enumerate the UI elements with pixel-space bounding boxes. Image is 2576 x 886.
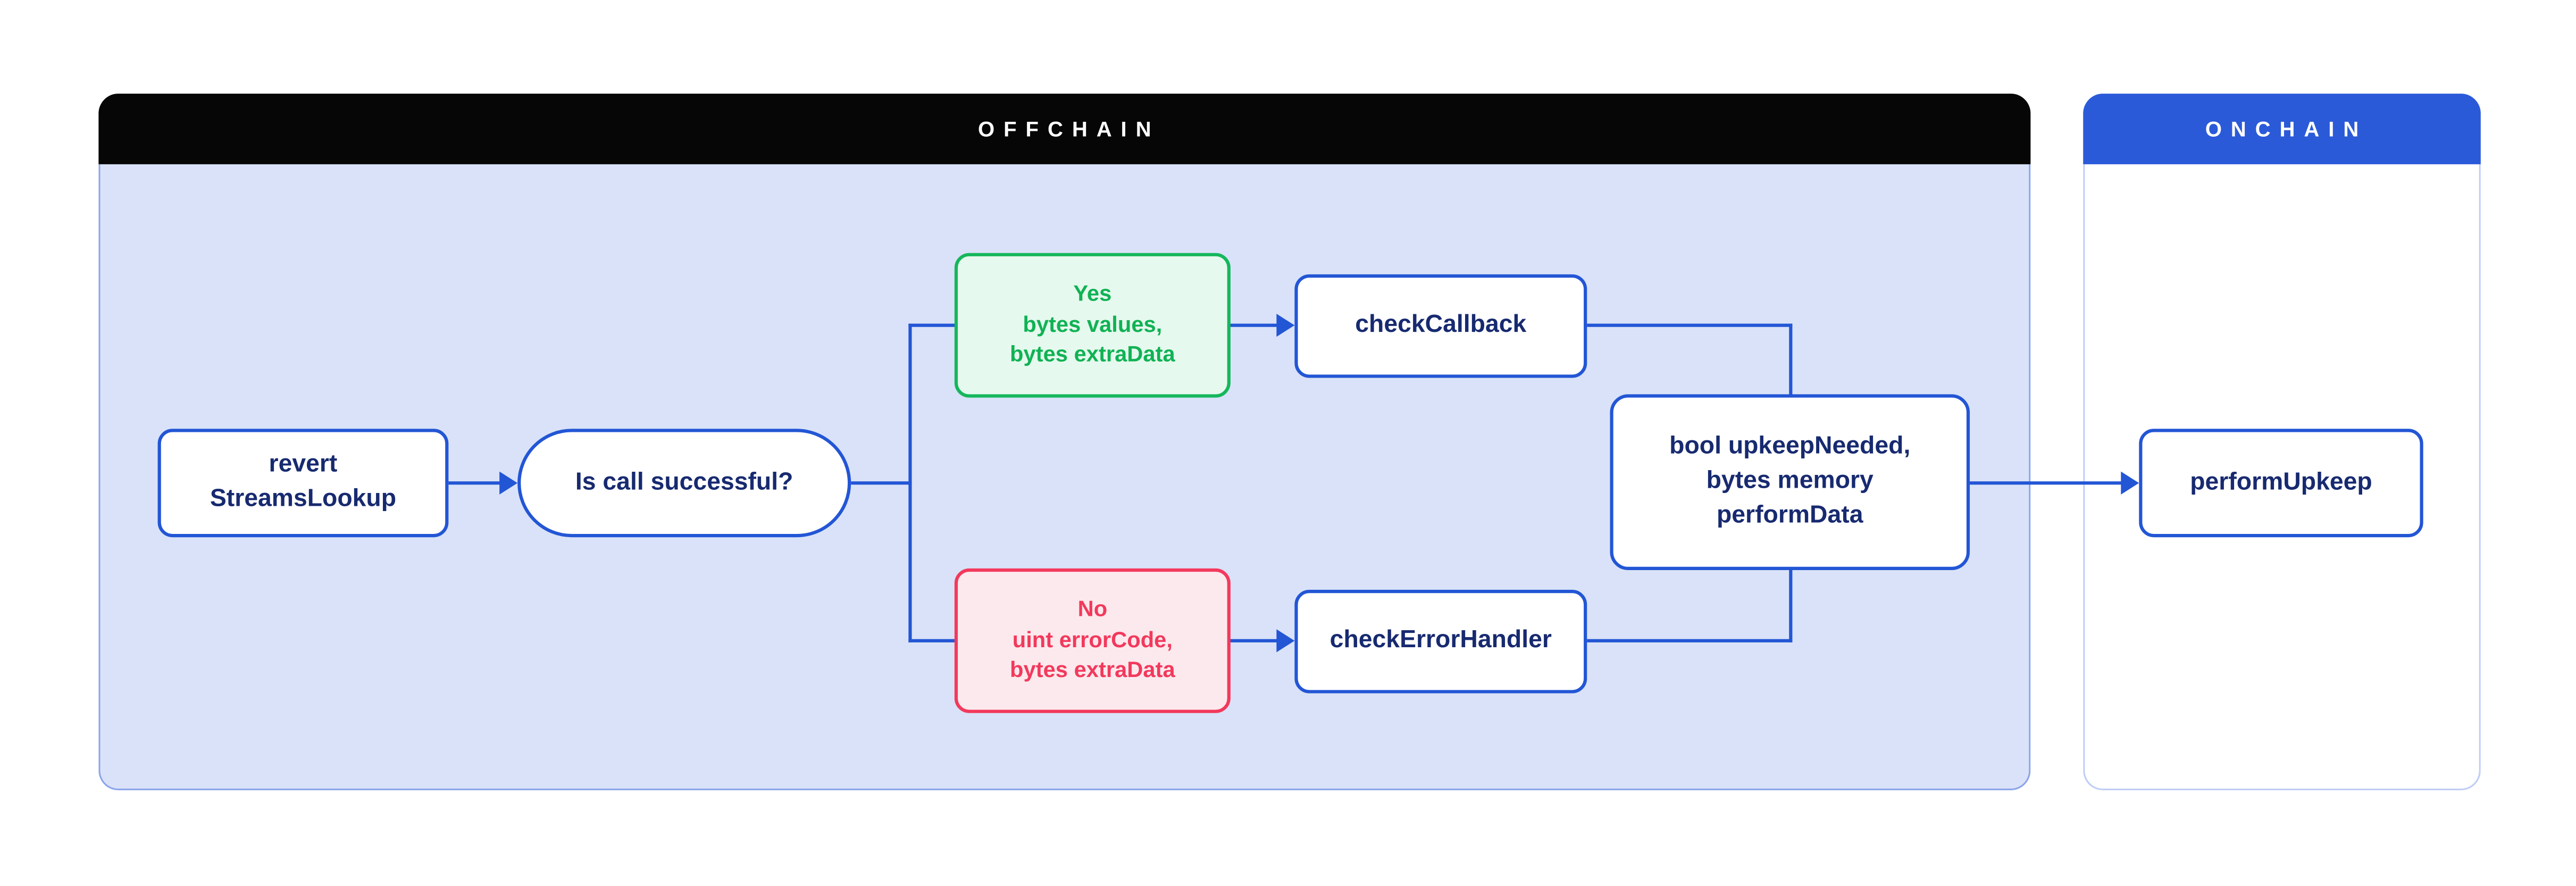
connector-decision-to-branch (851, 481, 912, 485)
onchain-panel-header: ONCHAIN (2083, 94, 2481, 164)
arrowhead-right-icon (1276, 629, 1295, 653)
onchain-title: ONCHAIN (2205, 116, 2368, 141)
offchain-title: OFFCHAIN (978, 116, 1160, 141)
offchain-panel-header: OFFCHAIN (98, 94, 2031, 164)
connector-revert-to-decision (448, 481, 503, 485)
node-checkcallback: checkCallback (1294, 274, 1587, 378)
node-is-call-successful: Is call successful? (517, 429, 851, 538)
node-upkeep-result: bool upkeepNeeded, bytes memory performD… (1610, 394, 1970, 570)
node-no-branch: No uint errorCode, bytes extraData (954, 568, 1231, 713)
connector-result-to-performupkeep (1970, 481, 2123, 485)
arrowhead-right-icon (1276, 314, 1295, 337)
node-yes-branch: Yes bytes values, bytes extraData (954, 253, 1231, 398)
connector-branch-vertical (908, 323, 912, 642)
node-revert-streamslookup: revert StreamsLookup (157, 429, 449, 538)
arrowhead-right-icon (2121, 471, 2139, 495)
connector-checkerrorhandler-to-merge (1587, 639, 1793, 642)
node-performupkeep: performUpkeep (2139, 429, 2423, 538)
arrowhead-right-icon (499, 471, 518, 495)
connector-checkcallback-to-merge (1587, 323, 1793, 327)
node-checkerrorhandler: checkErrorHandler (1294, 590, 1587, 693)
